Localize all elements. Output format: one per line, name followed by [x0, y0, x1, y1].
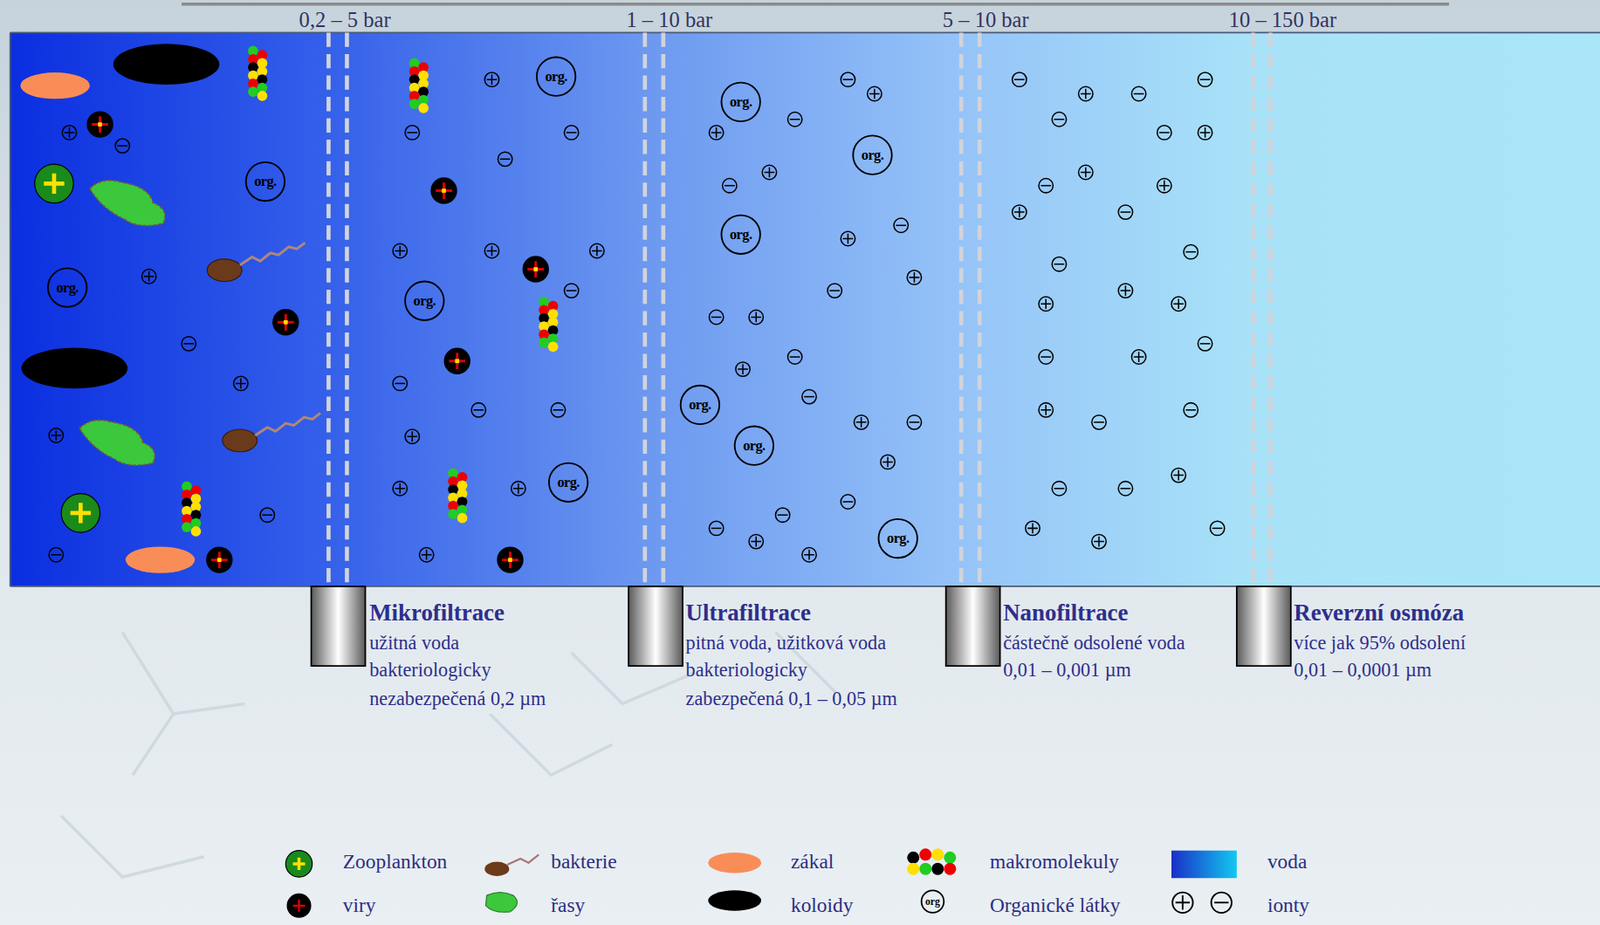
- organic-label: org.: [688, 397, 711, 413]
- legend-text: ionty: [1267, 893, 1310, 917]
- legend-text: voda: [1267, 850, 1307, 873]
- legend-text: Zooplankton: [343, 850, 447, 873]
- pressure-label: 1 – 10 bar: [625, 8, 713, 33]
- organic-label: org.: [544, 68, 567, 85]
- pressure-label: 10 – 150 bar: [1229, 8, 1337, 33]
- legend-text: zákal: [790, 850, 834, 873]
- organic-label: org.: [413, 293, 436, 310]
- process-note: 0,01 – 0,0001 µm: [1293, 660, 1432, 682]
- organic-label: org.: [729, 94, 752, 110]
- process-title: Reverzní osmóza: [1293, 600, 1464, 627]
- process-title: Nanofiltrace: [1002, 600, 1128, 627]
- organic-label: org.: [556, 474, 579, 491]
- legend-icon-label: org: [925, 896, 941, 908]
- process-note: nezabezpečená 0,2 µm: [369, 689, 546, 711]
- process-note: více jak 95% odsolení: [1293, 632, 1466, 654]
- legend-text: koloidy: [790, 893, 853, 917]
- legend-text: viry: [343, 893, 377, 917]
- process-note: pitná voda, užitková voda: [686, 632, 886, 654]
- organic-label: org.: [254, 173, 276, 190]
- legend-text: makromolekuly: [989, 850, 1120, 873]
- pressure-label: 5 – 10 bar: [942, 8, 1030, 33]
- organic-label: org.: [55, 280, 78, 296]
- organic-label: org.: [742, 438, 765, 454]
- legend-text: Organické látky: [989, 893, 1121, 917]
- process-title: Ultrafiltrace: [686, 600, 811, 627]
- process-note: bakteriologicky: [369, 660, 491, 682]
- legend-text: řasy: [550, 893, 585, 917]
- organic-label: org.: [861, 147, 884, 164]
- process-title: Mikrofiltrace: [369, 600, 505, 627]
- legend-text: bakterie: [550, 850, 617, 873]
- pressure-label: 0,2 – 5 bar: [299, 8, 392, 33]
- process-note: částečně odsolené voda: [1002, 632, 1185, 654]
- process-note: bakteriologicky: [686, 660, 808, 682]
- organic-label: org.: [729, 226, 752, 243]
- process-note: 0,01 – 0,001 µm: [1002, 660, 1132, 682]
- process-note: užitná voda: [369, 632, 460, 654]
- process-note: zabezpečená 0,1 – 0,05 µm: [686, 689, 898, 711]
- organic-label: org.: [886, 530, 909, 547]
